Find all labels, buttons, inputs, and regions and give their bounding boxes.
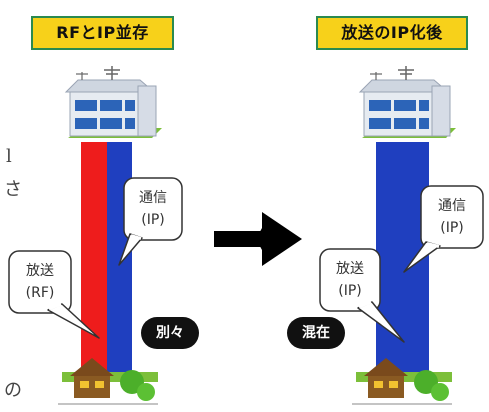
left-badge-pill bbox=[141, 317, 199, 349]
edge-char-mid: さ bbox=[4, 179, 22, 200]
right-house-icon bbox=[352, 358, 452, 405]
left-broadcast-callout bbox=[8, 250, 100, 339]
left-building-icon bbox=[64, 66, 162, 138]
right-building-icon bbox=[358, 66, 456, 138]
right-communication-callout bbox=[403, 185, 484, 273]
edge-char-top: l bbox=[6, 146, 12, 167]
ip-channel-left bbox=[107, 142, 132, 376]
left-communication-callout bbox=[118, 177, 183, 266]
edge-char-bottom: の bbox=[4, 380, 22, 401]
right-broadcast-callout bbox=[319, 248, 405, 343]
left-house-icon bbox=[58, 358, 158, 405]
right-badge-pill bbox=[287, 317, 345, 349]
transition-arrow-icon bbox=[214, 212, 302, 266]
left-panel-title: RFとIP並存 bbox=[31, 16, 174, 50]
rf-channel bbox=[81, 142, 107, 376]
right-panel-title: 放送のIP化後 bbox=[316, 16, 468, 50]
